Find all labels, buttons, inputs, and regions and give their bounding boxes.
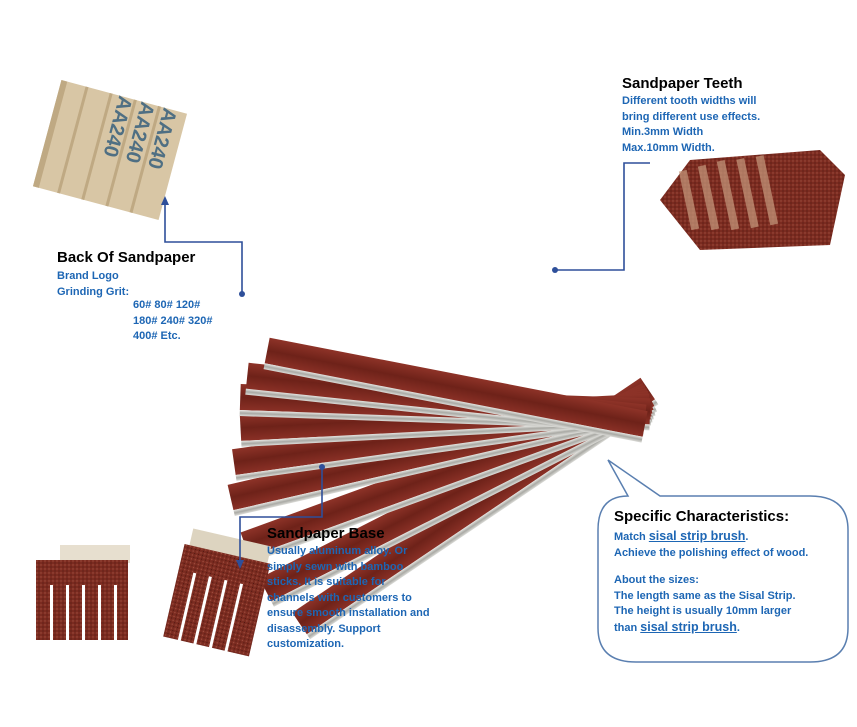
- characteristics-bubble: [597, 459, 849, 663]
- text-line: Achieve the polishing effect of wood.: [614, 546, 809, 559]
- sandpaper-base-sample-left: [36, 545, 130, 645]
- sisal-strip-brush-link[interactable]: sisal strip brush: [648, 529, 746, 543]
- pointer-markers: [161, 196, 558, 569]
- text-line: bring different use effects.: [622, 110, 761, 123]
- pointer-lines: [164, 162, 650, 565]
- sandpaper-back-sample: [32, 80, 188, 220]
- sizes-title: About the sizes:: [614, 574, 699, 586]
- text-line: The height is usually 10mm larger: [614, 605, 792, 617]
- grit-list: 60# 80# 120# 180# 240# 320# 400# Etc.: [133, 298, 213, 345]
- back-of-sandpaper-title: Back Of Sandpaper: [57, 249, 196, 266]
- text-line: The length same as the Sisal Strip.: [614, 589, 796, 602]
- text-line: Grinding Grit:: [57, 285, 130, 298]
- sandpaper-base-sample-right: [163, 528, 272, 657]
- text-line: ensure smooth installation and: [267, 607, 430, 619]
- height-line: than sisal strip brush.: [614, 620, 808, 637]
- sandpaper-teeth-text: Different tooth widths will bring differ…: [622, 94, 760, 156]
- sandpaper-base-callout: Sandpaper Base Usually aluminum alloy. O…: [267, 525, 430, 653]
- sandpaper-teeth-title: Sandpaper Teeth: [622, 75, 743, 92]
- text-line: simply sewn with bamboo: [267, 560, 404, 573]
- grit-line: 180# 240# 320#: [133, 314, 213, 327]
- sandpaper-base-text: Usually aluminum alloy. Or simply sewn w…: [267, 544, 430, 653]
- text-line: customization.: [267, 638, 345, 650]
- back-of-sandpaper-text: Brand Logo Grinding Grit:: [57, 269, 195, 300]
- characteristics-text: Match sisal strip brush. Achieve the pol…: [614, 529, 808, 636]
- sandpaper-teeth-callout: Sandpaper Teeth Different tooth widths w…: [622, 75, 760, 156]
- sisal-strip-brush-link-2[interactable]: sisal strip brush: [640, 619, 737, 634]
- grit-line: 400# Etc.: [133, 330, 181, 342]
- line-prefix: than: [614, 621, 641, 634]
- line-suffix: .: [736, 621, 740, 634]
- text-line: Brand Logo: [57, 270, 119, 282]
- specific-characteristics-callout: Specific Characteristics: Match sisal st…: [614, 508, 808, 636]
- grit-line: 60# 80# 120#: [133, 299, 201, 311]
- match-prefix: Match: [614, 531, 649, 543]
- text-line: channels with customers to: [267, 591, 412, 604]
- match-suffix: .: [745, 531, 749, 543]
- text-line: Max.10mm Width.: [622, 141, 715, 154]
- text-line: sticks. It is suitable for: [267, 576, 386, 588]
- text-line: disassembly. Support: [267, 622, 381, 635]
- sandpaper-teeth-sample: [660, 150, 845, 250]
- text-line: Different tooth widths will: [622, 95, 757, 107]
- sandpaper-strip-fan: [227, 337, 659, 640]
- text-line: Min.3mm Width: [622, 126, 704, 138]
- match-line: Match sisal strip brush.: [614, 529, 808, 546]
- text-line: Usually aluminum alloy. Or: [267, 545, 408, 557]
- sandpaper-base-title: Sandpaper Base: [267, 525, 385, 542]
- back-of-sandpaper-callout: Back Of Sandpaper Brand Logo Grinding Gr…: [57, 249, 195, 300]
- characteristics-title: Specific Characteristics:: [614, 508, 790, 525]
